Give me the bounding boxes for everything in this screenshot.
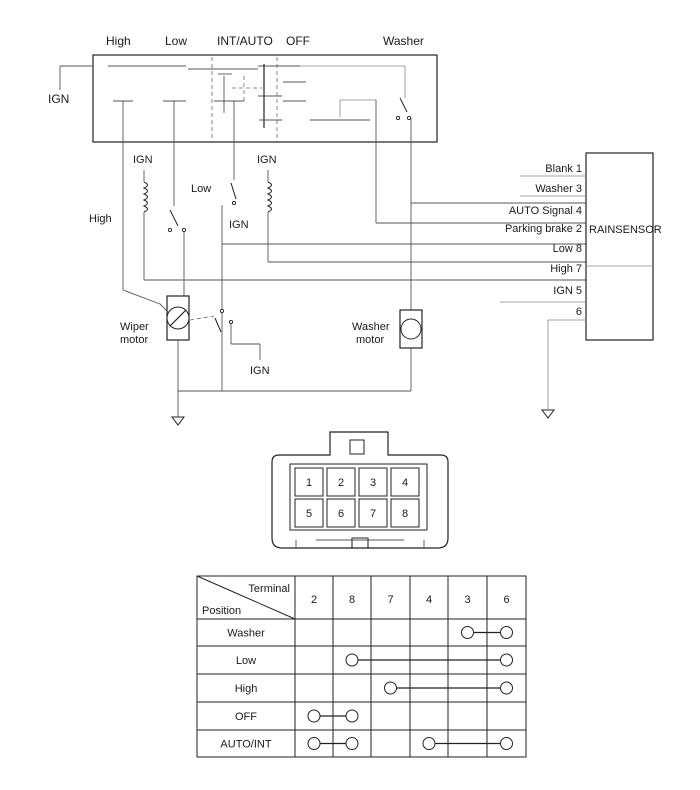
- continuity-node: [345, 653, 359, 667]
- rainsensor: RAINSENSOR Blank 1 Washer 3 AUTO Signal 4 P…: [500, 152, 662, 419]
- ign-label-relay-mid: IGN: [229, 219, 249, 231]
- circuit-label-low: Low: [191, 183, 211, 195]
- table-position-label: Low: [236, 655, 256, 667]
- washer-motor: [399, 309, 423, 349]
- table-terminal-header: 3: [464, 594, 470, 606]
- connector-cavity: [326, 498, 356, 528]
- connector-cavity: [358, 467, 388, 497]
- table-corner-position: Position: [202, 605, 241, 617]
- continuity-node: [384, 681, 397, 695]
- switch-label-off: OFF: [286, 34, 310, 48]
- ign-label-relay-high: IGN: [133, 154, 153, 166]
- connector-pin-number: 3: [370, 477, 376, 489]
- table-position-label: Washer: [227, 628, 265, 640]
- corner-diagonal: [196, 575, 296, 620]
- rainsensor-pin-label: Parking brake 2: [505, 223, 582, 235]
- ign-label-switch: IGN: [48, 92, 69, 106]
- table-position-label: AUTO/INT: [220, 739, 271, 751]
- table-terminal-header: 8: [349, 594, 355, 606]
- connector-pin-number: 8: [402, 508, 408, 520]
- rainsensor-box: [585, 152, 654, 341]
- connector-pin-number: 1: [306, 477, 312, 489]
- rainsensor-pin-label: 6: [576, 306, 582, 318]
- continuity-node: [345, 709, 359, 723]
- wiper-motor-label-1: Wiper: [120, 321, 149, 333]
- table-position-label: OFF: [235, 711, 257, 723]
- table-terminal-header: 7: [387, 594, 393, 606]
- table-position-label: High: [235, 683, 258, 695]
- continuity-node: [422, 737, 436, 750]
- connector-cavity: [390, 498, 420, 528]
- continuity-node: [345, 737, 359, 750]
- table-terminal-header: 4: [426, 594, 432, 606]
- connector-pin-number: 7: [370, 508, 376, 520]
- connector-pin-number: 6: [338, 508, 344, 520]
- connector-cavity: [294, 467, 324, 497]
- switch-box: [92, 54, 438, 143]
- connector-pin-number: 4: [402, 477, 408, 489]
- rainsensor-name: RAINSENSOR: [589, 224, 662, 236]
- ign-label-relay-low: IGN: [257, 154, 277, 166]
- wiper-motor-label-2: motor: [120, 334, 148, 346]
- connector-face: 1 2 3 4 5 6 7 8: [271, 431, 449, 549]
- connector-cavity: [294, 498, 324, 528]
- switch-label-int-auto: INT/AUTO: [217, 34, 273, 48]
- rainsensor-pin-label: Blank 1: [545, 163, 582, 175]
- washer-motor-label-1: Washer: [352, 321, 390, 333]
- table-terminal-header: 6: [503, 594, 509, 606]
- connector-cavity: [326, 467, 356, 497]
- combination-switch: [92, 54, 438, 223]
- ground-symbol-rainsensor: [541, 409, 555, 419]
- rainsensor-pin-label: AUTO Signal 4: [509, 205, 582, 217]
- table-terminal-header: 2: [311, 594, 317, 606]
- switch-label-washer: Washer: [383, 34, 424, 48]
- connector-cavity: [358, 498, 388, 528]
- rainsensor-pin-label: Washer 3: [535, 183, 582, 195]
- ign-label-park: IGN: [250, 365, 270, 377]
- continuity-node: [500, 737, 513, 750]
- continuity-node: [307, 737, 321, 750]
- continuity-node: [500, 653, 513, 667]
- relay-coil-low: [266, 170, 586, 263]
- connector-cavity: [390, 467, 420, 497]
- connector-pin-number: 2: [338, 477, 344, 489]
- table-corner-terminal: Terminal: [248, 583, 290, 595]
- continuity-node: [461, 626, 474, 639]
- circuit-label-high: High: [89, 213, 112, 225]
- continuity-node: [307, 709, 321, 723]
- rainsensor-pin-label: High 7: [550, 263, 582, 275]
- rainsensor-pin-label: IGN 5: [553, 285, 582, 297]
- washer-motor-label-2: motor: [356, 334, 384, 346]
- wiper-motor: [159, 295, 190, 341]
- switch-label-high: High: [106, 34, 131, 48]
- ground-symbol-wiper: [171, 416, 185, 426]
- rainsensor-pin-label: Low 8: [553, 243, 582, 255]
- continuity-node: [500, 681, 513, 695]
- switch-label-low: Low: [165, 34, 187, 48]
- continuity-node: [500, 626, 513, 639]
- relay-coil-high: [142, 170, 586, 281]
- connector-pin-number: 5: [306, 508, 312, 520]
